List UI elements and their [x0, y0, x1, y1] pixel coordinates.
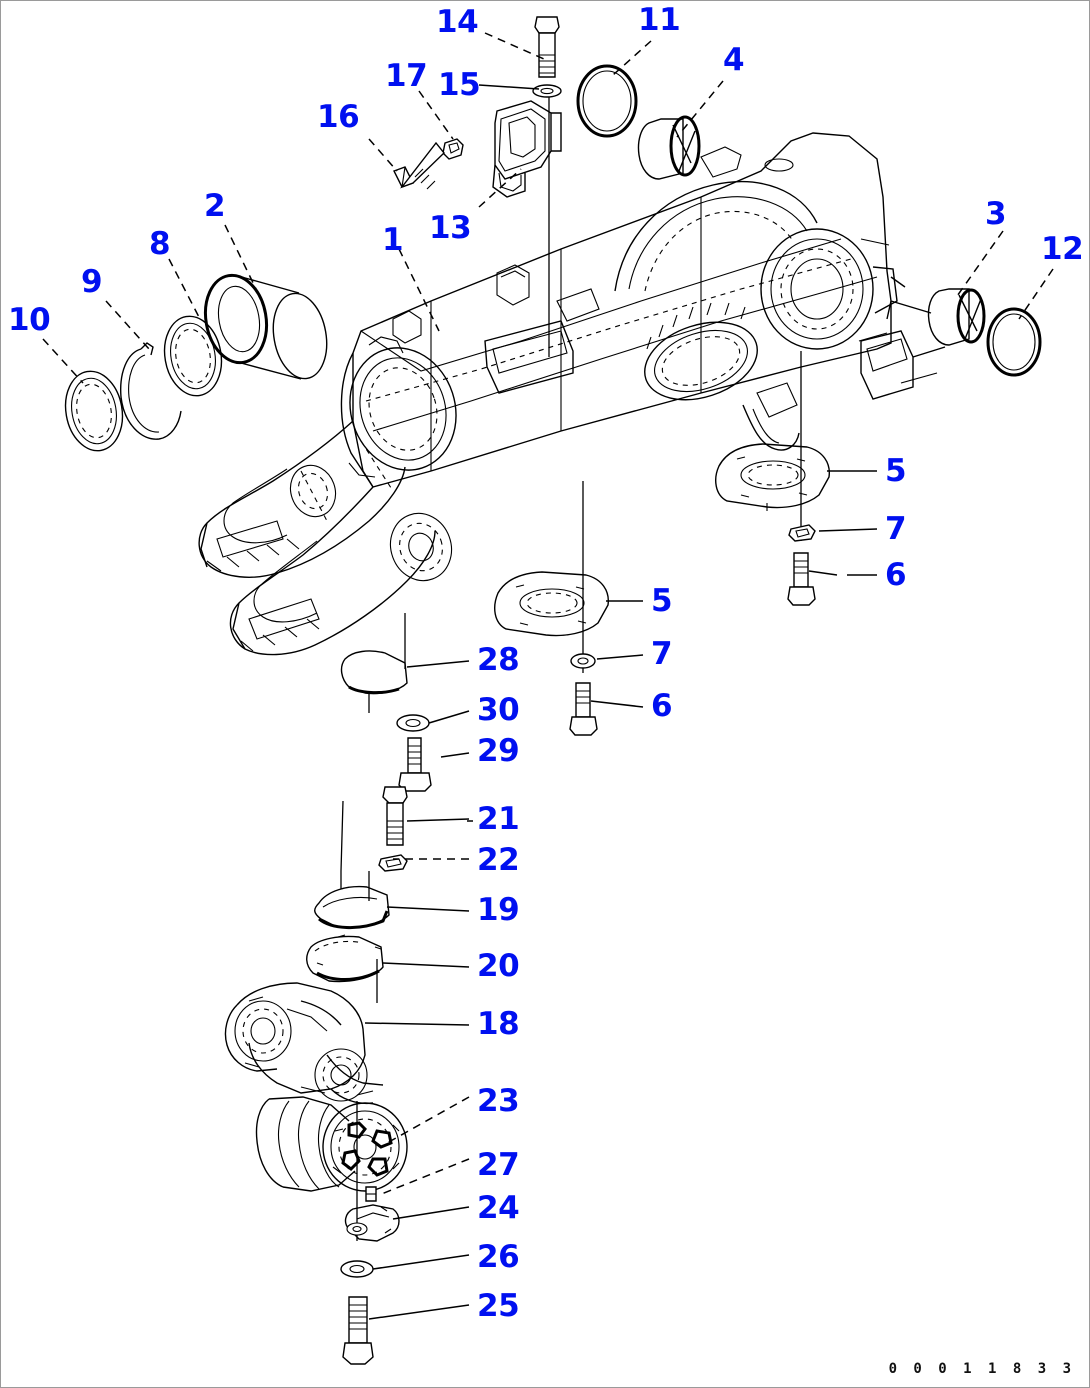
callout-25[interactable]: 25 — [477, 1288, 520, 1324]
part-14-bolt — [534, 16, 560, 78]
part-20-gasket — [306, 934, 384, 1003]
callout-30[interactable]: 30 — [477, 692, 520, 728]
callout-19[interactable]: 19 — [477, 892, 520, 928]
part-13-bracket — [492, 97, 562, 357]
part-22-washer — [378, 854, 408, 872]
part-6a-bolt — [787, 552, 816, 606]
callout-9[interactable]: 9 — [81, 264, 103, 300]
part-7b-washer — [570, 653, 596, 669]
callout-5a[interactable]: 5 — [885, 453, 907, 489]
part-25-bolt — [342, 1296, 374, 1365]
callout-22[interactable]: 22 — [477, 842, 520, 878]
part-3-plug-cap — [890, 276, 986, 346]
drawing-number: 0 0 0 1 1 8 3 3 — [888, 1361, 1075, 1377]
callout-20[interactable]: 20 — [477, 948, 520, 984]
callout-7a[interactable]: 7 — [885, 511, 907, 547]
part-27-pin — [365, 1186, 377, 1202]
part-9-snap-ring — [120, 342, 182, 440]
callout-16[interactable]: 16 — [317, 99, 360, 135]
callout-29[interactable]: 29 — [477, 733, 520, 769]
callout-23[interactable]: 23 — [477, 1083, 520, 1119]
part-7a-washer — [788, 524, 816, 542]
callout-4[interactable]: 4 — [723, 42, 745, 78]
callout-21[interactable]: 21 — [477, 801, 520, 837]
callout-18[interactable]: 18 — [477, 1006, 520, 1042]
part-15-washer — [532, 84, 562, 98]
part-4-plug-cap — [637, 115, 701, 180]
part-26-washer — [340, 1260, 374, 1278]
part-2-bushing — [203, 273, 328, 380]
callout-15[interactable]: 15 — [438, 67, 481, 103]
part-17-washer — [442, 138, 464, 160]
part-8-ring — [163, 315, 223, 397]
callout-1[interactable]: 1 — [382, 222, 404, 258]
axle-housing-body — [340, 132, 946, 488]
callout-17[interactable]: 17 — [385, 58, 428, 94]
part-12-o-ring — [986, 307, 1042, 377]
part-29-bolt — [398, 737, 432, 792]
trunnion-arms — [198, 420, 453, 656]
callout-24[interactable]: 24 — [477, 1190, 520, 1226]
callout-26[interactable]: 26 — [477, 1239, 520, 1275]
part-21-bolt — [382, 786, 408, 846]
callout-8[interactable]: 8 — [149, 226, 171, 262]
callout-12[interactable]: 12 — [1041, 231, 1084, 267]
part-19-cap — [314, 800, 390, 930]
callout-2[interactable]: 2 — [204, 188, 226, 224]
callout-11[interactable]: 11 — [638, 2, 681, 38]
callout-6b[interactable]: 6 — [651, 688, 673, 724]
part-6b-bolt — [569, 682, 598, 736]
part-16-bolt — [393, 141, 445, 190]
callout-6a[interactable]: 6 — [885, 557, 907, 593]
part-10-ring — [64, 370, 124, 452]
part-24-cap-bracket — [344, 1204, 400, 1242]
part-28-cover — [340, 613, 408, 713]
part-11-o-ring — [576, 64, 638, 138]
leader-lines — [42, 32, 1054, 1320]
callout-14[interactable]: 14 — [436, 4, 479, 40]
part-23-joint-assembly — [255, 1096, 408, 1192]
callout-7b[interactable]: 7 — [651, 636, 673, 672]
callout-3[interactable]: 3 — [985, 196, 1007, 232]
part-5a-cover-plate — [715, 351, 830, 541]
part-5b-cover-plate — [494, 481, 609, 673]
callout-10[interactable]: 10 — [8, 302, 51, 338]
callout-27[interactable]: 27 — [477, 1147, 520, 1183]
callout-28[interactable]: 28 — [477, 642, 520, 678]
callout-5b[interactable]: 5 — [651, 583, 673, 619]
callout-13[interactable]: 13 — [429, 210, 472, 246]
part-30-washer — [396, 714, 430, 732]
